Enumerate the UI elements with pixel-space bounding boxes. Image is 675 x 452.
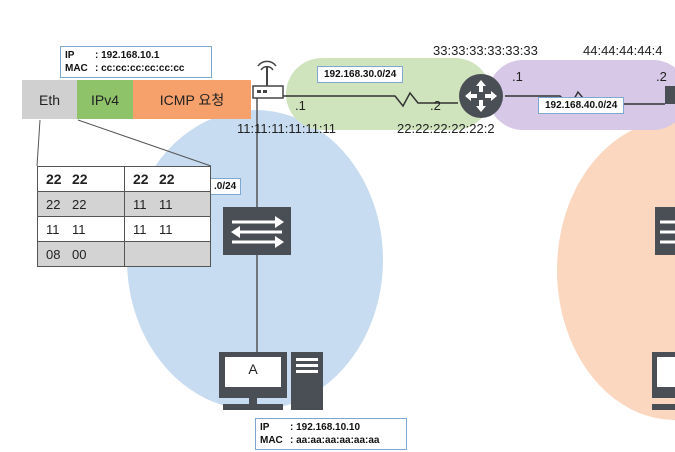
ipv4-header: IPv4 xyxy=(77,80,133,119)
router-edge-icon xyxy=(665,86,675,104)
router-mac: : cc:cc:cc:cc:cc:cc xyxy=(95,63,185,74)
wireless-router-icon xyxy=(252,60,284,99)
port-label-r4: .2 xyxy=(656,69,667,84)
router-ip: : 192.168.10.1 xyxy=(95,50,160,61)
eth-header: Eth xyxy=(22,80,77,119)
router-info-box: IP : 192.168.10.1 MAC : cc:cc:cc:cc:cc:cc xyxy=(60,46,212,78)
link-area-purple xyxy=(488,60,675,130)
mac-router3-left: 33:33:33:33:33:33 xyxy=(433,43,538,58)
mac-key: MAC xyxy=(65,63,88,74)
host-a-info-box: IP : 192.168.10.10 MAC : aa:aa:aa:aa:aa:aa xyxy=(255,418,407,450)
mac-router2-left: 22:22:22:22:22:2 xyxy=(397,121,495,136)
mac-router1-wan: 11:11:11:11:11:11 xyxy=(237,121,337,136)
icmp-request-header: ICMP 요청 xyxy=(133,80,251,119)
lan-area-orange xyxy=(557,120,675,420)
port-label-r1: .1 xyxy=(295,98,306,113)
network-label-30: 192.168.30.0/24 xyxy=(317,66,404,83)
port-label-r2: .2 xyxy=(430,98,441,113)
network-label-40: 192.168.40.0/24 xyxy=(538,97,625,114)
ip-key: IP xyxy=(260,422,270,433)
switch-edge-icon xyxy=(655,207,675,255)
frame-cell-empty xyxy=(124,241,211,267)
serial-link-green xyxy=(280,91,458,108)
mac-router4-left: 44:44:44:44:4 xyxy=(583,43,663,58)
router-icon xyxy=(459,74,503,118)
host-a-ip: : 192.168.10.10 xyxy=(290,422,361,433)
port-label-r3: .1 xyxy=(512,69,523,84)
computer-icon xyxy=(219,352,323,410)
switch-icon xyxy=(223,207,291,255)
host-a-mac: : aa:aa:aa:aa:aa:aa xyxy=(290,435,380,446)
computer-edge-icon xyxy=(652,352,675,410)
ip-key: IP xyxy=(65,50,75,61)
network-label-10: .0/24 xyxy=(209,178,242,195)
host-a-label: A xyxy=(248,361,258,377)
mac-key: MAC xyxy=(260,435,283,446)
